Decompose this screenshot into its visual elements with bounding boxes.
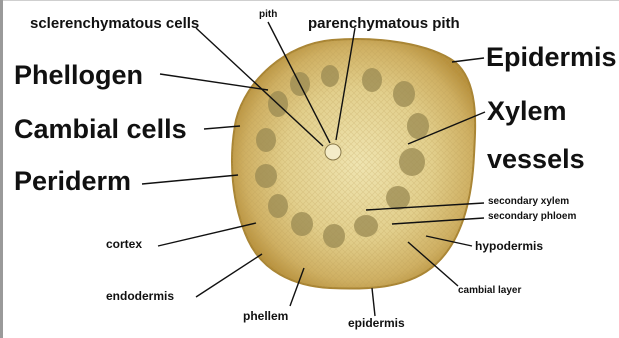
- label-xylem: Xylem: [487, 98, 567, 125]
- pith-circle: [325, 144, 341, 160]
- label-epidermis-small: epidermis: [348, 317, 405, 329]
- label-pith: pith: [259, 10, 277, 20]
- label-secondary-phloem: secondary phloem: [488, 212, 576, 222]
- label-periderm: Periderm: [14, 168, 131, 195]
- label-parenchymatous-pith: parenchymatous pith: [308, 16, 460, 31]
- label-vessels: vessels: [487, 146, 585, 173]
- label-cortex: cortex: [106, 238, 142, 250]
- label-cambial-cells: Cambial cells: [14, 116, 187, 143]
- label-phellem: phellem: [243, 310, 288, 322]
- label-hypodermis: hypodermis: [475, 240, 543, 252]
- label-secondary-xylem: secondary xylem: [488, 197, 569, 207]
- label-epidermis-large: Epidermis: [486, 44, 617, 71]
- label-cambial-layer: cambial layer: [458, 286, 521, 296]
- cell-texture: [232, 39, 475, 289]
- label-endodermis: endodermis: [106, 290, 174, 302]
- label-phellogen: Phellogen: [14, 62, 143, 89]
- label-sclerenchymatous-cells: sclerenchymatous cells: [30, 16, 199, 31]
